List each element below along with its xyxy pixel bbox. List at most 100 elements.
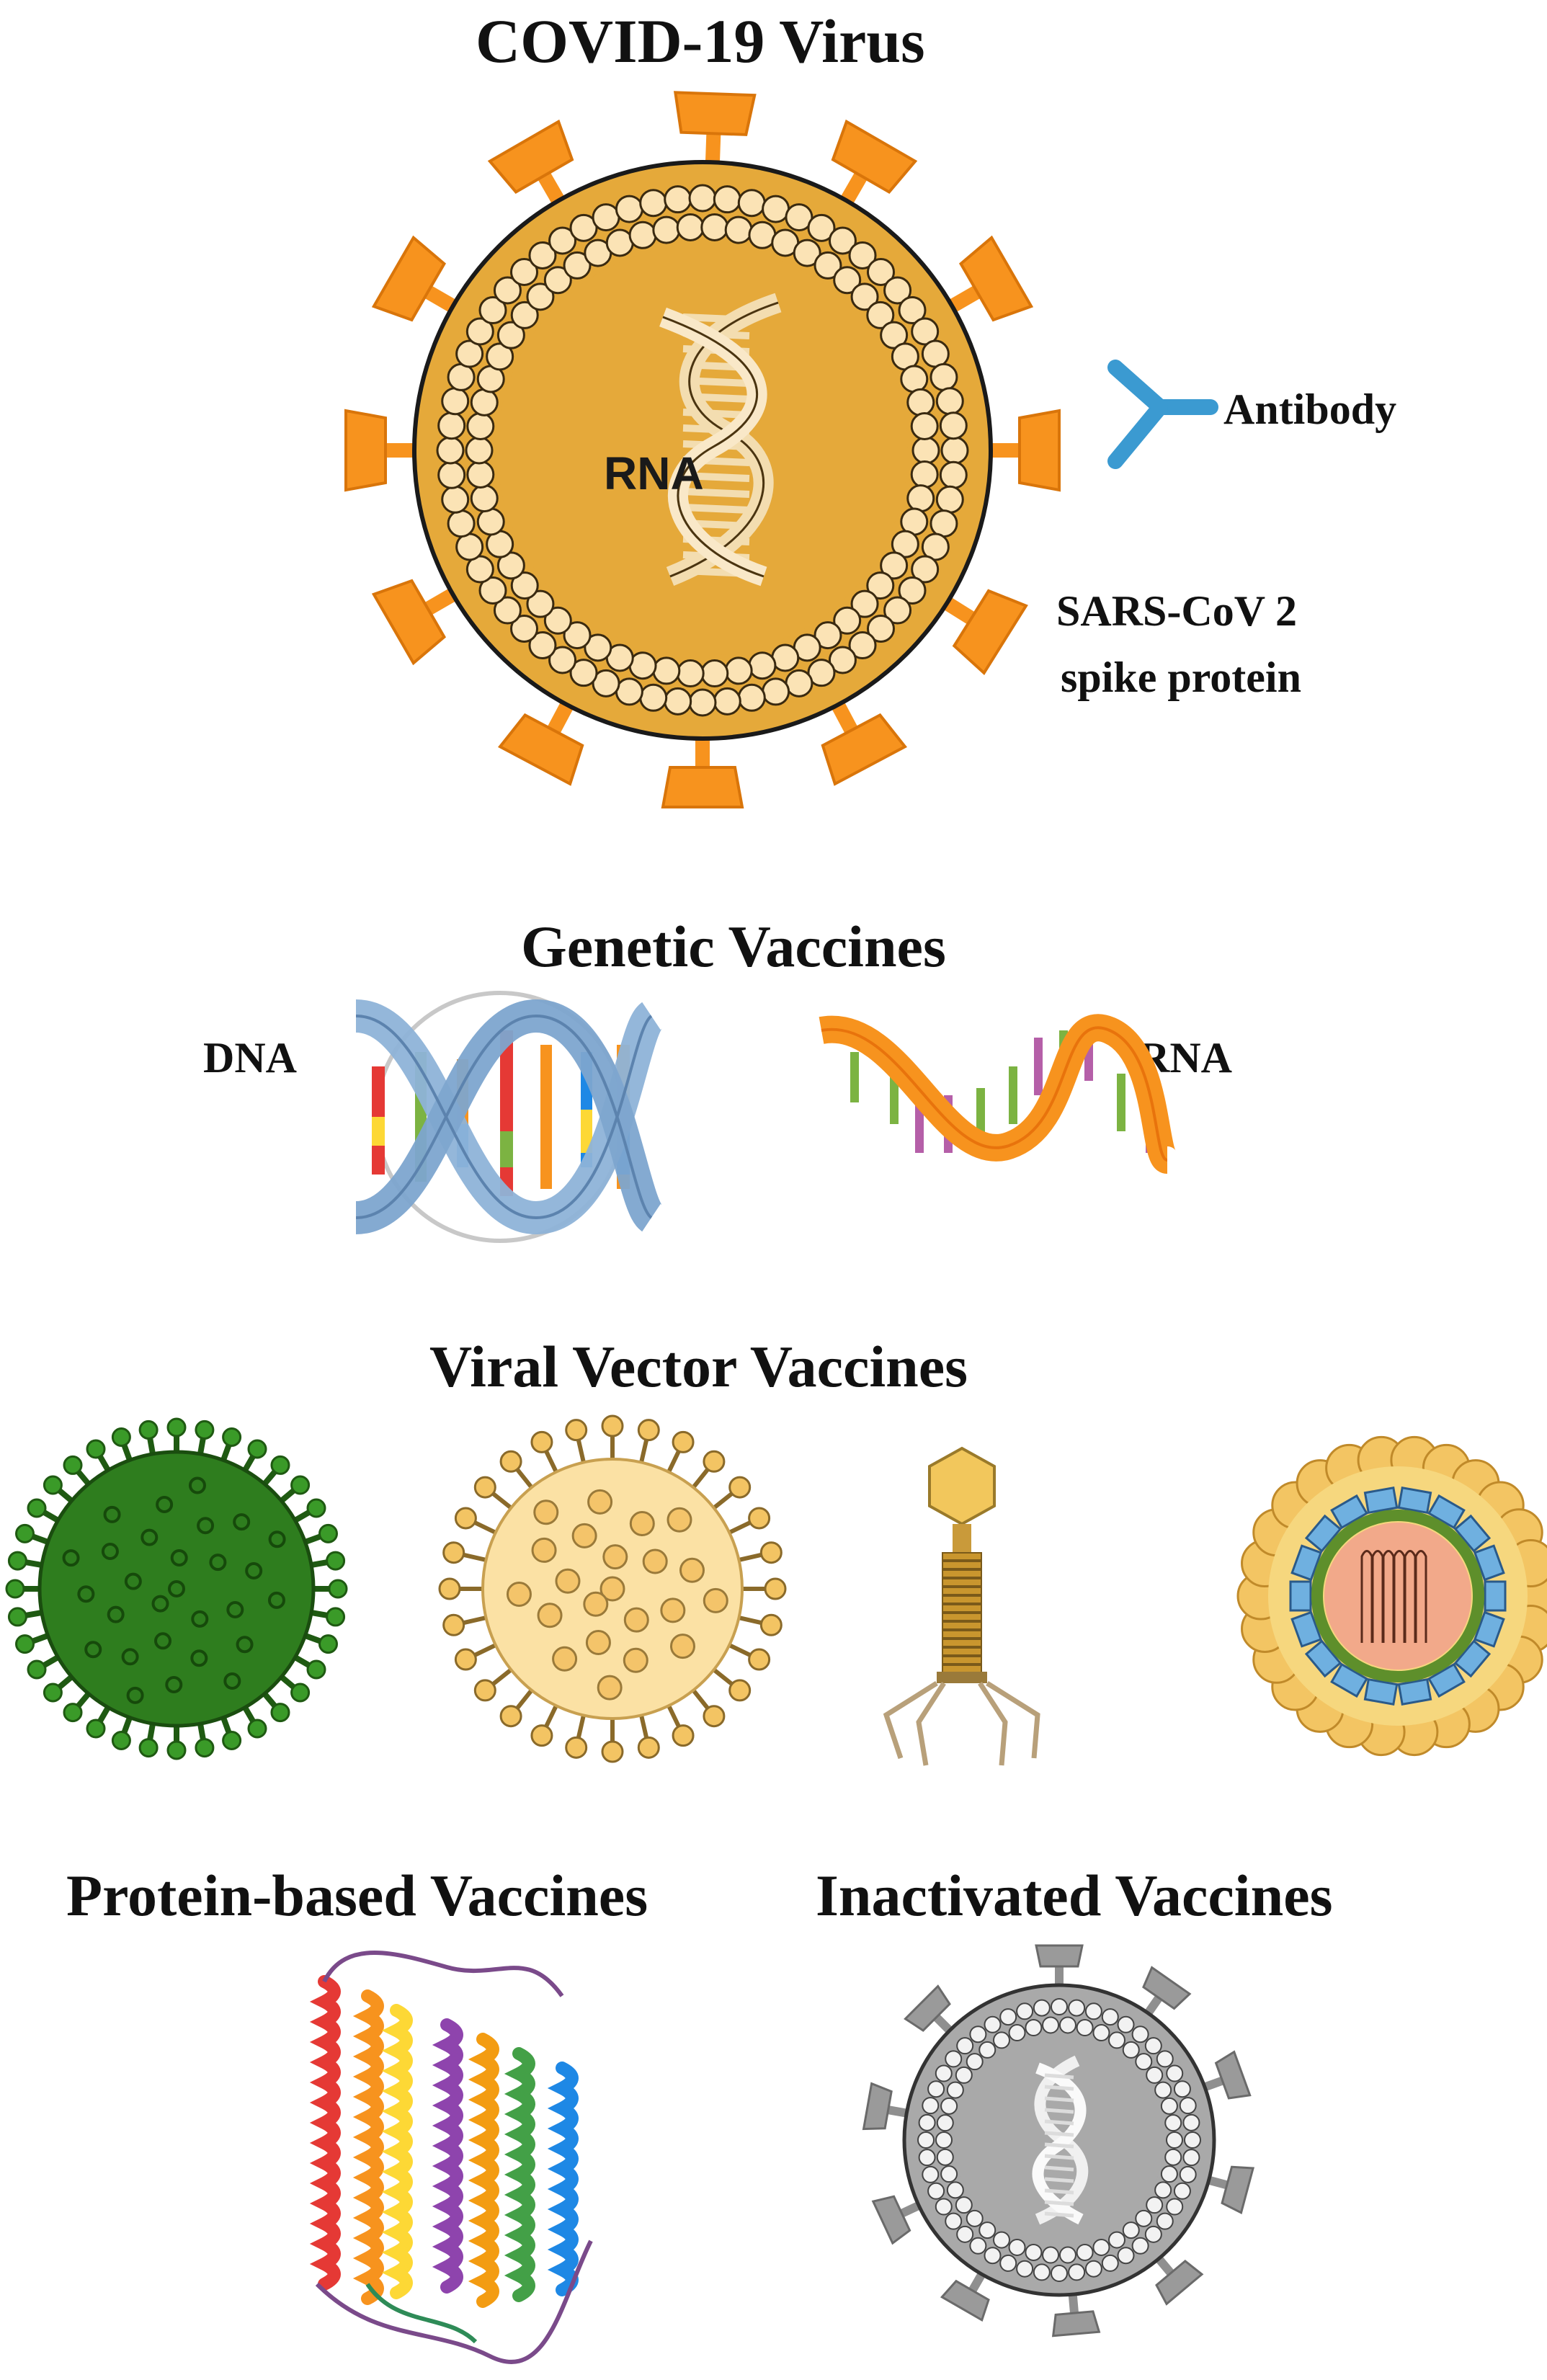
green-virus-spike-tip bbox=[63, 1455, 83, 1475]
lipid-bead bbox=[510, 300, 539, 329]
lipid-bead bbox=[880, 551, 909, 580]
green-virus-spike-tip bbox=[86, 1719, 106, 1739]
inactivated-lipid-bead bbox=[1008, 2024, 1026, 2042]
lipid-bead bbox=[898, 576, 927, 605]
enveloped-vector-matrix-protein bbox=[1290, 1610, 1323, 1648]
lipid-bead bbox=[548, 226, 577, 255]
lipid-bead bbox=[676, 213, 705, 241]
lipid-bead bbox=[470, 388, 499, 416]
inactivated-lipid-bead bbox=[1068, 2263, 1086, 2281]
inactivated-lipid-bead bbox=[1016, 2260, 1034, 2278]
lipid-bead bbox=[688, 184, 717, 213]
green-virus-spike-tip bbox=[195, 1738, 215, 1758]
yellow-virus-spike-tip bbox=[672, 1430, 695, 1453]
lipid-bead bbox=[496, 321, 525, 349]
lipid-bead bbox=[911, 555, 940, 584]
inactivated-rna-base bbox=[1044, 2200, 1074, 2206]
lipid-bead bbox=[563, 251, 592, 280]
inactivated-lipid-bead bbox=[999, 2254, 1017, 2272]
green-virus-spike-tip bbox=[138, 1419, 159, 1440]
inactivated-lipid-bead bbox=[984, 2015, 1002, 2033]
bacteriophage-vector bbox=[883, 1446, 1040, 1766]
inactivated-rna-base bbox=[1044, 2211, 1074, 2218]
enveloped-vector-matrix-protein bbox=[1473, 1544, 1505, 1582]
green-virus-spike-tip bbox=[166, 1417, 187, 1438]
inactivated-lipid-bead bbox=[1154, 2081, 1172, 2099]
lipid-bead bbox=[906, 484, 935, 513]
lipid-bead bbox=[664, 185, 692, 214]
lipid-bead bbox=[526, 589, 555, 618]
green-virus-protein bbox=[126, 1686, 144, 1704]
yellow-virus-spike-tip bbox=[637, 1736, 660, 1759]
inactivated-lipid-bead bbox=[935, 2198, 953, 2216]
lipid-bead bbox=[592, 669, 620, 697]
lipid-bead bbox=[891, 530, 919, 558]
lipid-bead bbox=[615, 195, 643, 223]
inactivated-lipid-bead bbox=[917, 2131, 935, 2149]
protein-loop bbox=[315, 1951, 593, 2364]
green-virus-spike-tip bbox=[15, 1523, 35, 1543]
yellow-virus-spike-tip bbox=[748, 1507, 771, 1530]
inactivated-lipid-bead bbox=[1076, 2243, 1094, 2261]
lipid-bead bbox=[866, 300, 895, 329]
inactivated-lipid-bead bbox=[1156, 2050, 1174, 2068]
enveloped-vector-matrix-protein bbox=[1304, 1514, 1342, 1553]
lipid-bead bbox=[910, 411, 939, 440]
virus-title: COVID-19 Virus bbox=[476, 6, 925, 76]
green-virus-spike-tip bbox=[15, 1634, 35, 1654]
green-virus-protein bbox=[268, 1530, 286, 1548]
lipid-bead bbox=[724, 656, 753, 685]
green-virus-spike-tip bbox=[111, 1730, 131, 1750]
inactivated-lipid-bead bbox=[1084, 2260, 1102, 2278]
lipid-bead bbox=[455, 339, 484, 368]
yellow-virus-spike-tip bbox=[499, 1450, 522, 1473]
green-virus-spike-tip bbox=[195, 1419, 215, 1440]
lipid-bead bbox=[762, 677, 790, 706]
lipid-bead bbox=[615, 677, 643, 706]
yellow-virus-protein bbox=[599, 1576, 625, 1602]
inactivated-lipid-bead bbox=[1135, 2053, 1153, 2071]
lipid-bead bbox=[911, 317, 940, 346]
viral-vector-vaccines-title: Viral Vector Vaccines bbox=[429, 1334, 968, 1399]
lipid-bead bbox=[628, 220, 657, 249]
inactivated-lipid-bead bbox=[966, 2209, 984, 2227]
protein-structure-icon bbox=[309, 1951, 593, 2364]
protein-helix bbox=[381, 2004, 413, 2299]
lipid-bead bbox=[528, 241, 557, 269]
lipid-bead bbox=[543, 606, 572, 635]
green-virus-protein bbox=[168, 1580, 185, 1597]
green-virus-spike-tip bbox=[270, 1703, 290, 1723]
inactivated-rna-base bbox=[1044, 2188, 1074, 2195]
inactivated-lipid-bead bbox=[935, 2131, 953, 2149]
lipid-bead bbox=[528, 631, 557, 660]
green-virus-spike-tip bbox=[43, 1683, 63, 1703]
yellow-virus-protein bbox=[585, 1630, 611, 1656]
green-virus-protein bbox=[84, 1641, 102, 1659]
green-virus-spike-tip bbox=[27, 1498, 47, 1518]
inactivated-lipid-bead bbox=[1160, 2165, 1178, 2183]
inactivated-lipid-bead bbox=[1166, 2131, 1183, 2149]
lipid-bead bbox=[447, 362, 476, 391]
inactivated-lipid-bead bbox=[1164, 2114, 1182, 2132]
yellow-virus-protein bbox=[531, 1537, 557, 1563]
spike-protein-label-line2: spike protein bbox=[1061, 654, 1301, 701]
green-virus-protein bbox=[107, 1605, 125, 1623]
lipid-bead bbox=[436, 436, 465, 465]
yellow-virus-protein bbox=[597, 1675, 623, 1701]
yellow-virus-spike-tip bbox=[759, 1613, 783, 1636]
vectors-illustration bbox=[5, 1414, 1547, 1766]
green-virus-protein bbox=[190, 1649, 208, 1667]
green-virus-protein bbox=[141, 1528, 159, 1546]
inactivated-lipid-bead bbox=[927, 2182, 945, 2200]
lipid-bead bbox=[813, 621, 842, 650]
lipid-bead bbox=[828, 226, 857, 255]
lipid-bead bbox=[543, 266, 572, 295]
lipid-bead bbox=[833, 606, 862, 635]
lipid-bead bbox=[940, 436, 969, 465]
lipid-bead bbox=[737, 189, 766, 218]
antibody-icon bbox=[1107, 360, 1218, 469]
protein-helix bbox=[432, 2018, 463, 2294]
yellow-virus-spike-tip bbox=[703, 1450, 726, 1473]
inactivated-lipid-bead bbox=[1051, 1998, 1068, 2015]
inactivated-lipid-bead bbox=[1135, 2209, 1153, 2227]
